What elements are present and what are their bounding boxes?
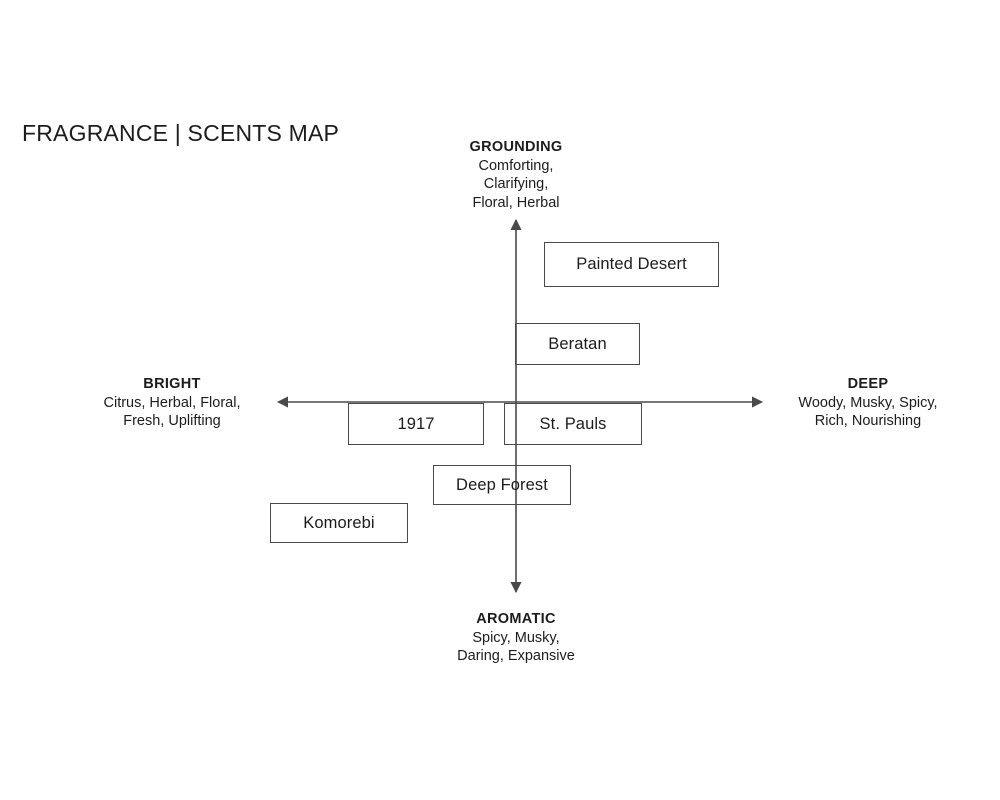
scent-box[interactable]: Painted Desert: [544, 242, 719, 287]
axis-label-grounding-name: GROUNDING: [469, 139, 563, 155]
scent-box[interactable]: Beratan: [515, 323, 640, 365]
scent-box[interactable]: Komorebi: [270, 503, 408, 543]
axis-label-aromatic-name: AROMATIC: [476, 611, 556, 627]
axis-label-bright: BRIGHT Citrus, Herbal, Floral, Fresh, Up…: [72, 375, 272, 431]
axis-label-aromatic: AROMATIC Spicy, Musky, Daring, Expansive: [396, 610, 636, 666]
axis-label-deep: DEEP Woody, Musky, Spicy, Rich, Nourishi…: [768, 375, 968, 431]
axis-label-aromatic-desc: Spicy, Musky, Daring, Expansive: [457, 629, 575, 665]
axis-label-bright-name: BRIGHT: [143, 376, 201, 392]
page-title: FRAGRANCE | SCENTS MAP: [22, 120, 340, 146]
axis-label-grounding-desc: Comforting, Clarifying, Floral, Herbal: [472, 157, 560, 211]
axis-label-bright-desc: Citrus, Herbal, Floral, Fresh, Uplifting: [103, 394, 241, 430]
axis-label-deep-desc: Woody, Musky, Spicy, Rich, Nourishing: [798, 394, 938, 430]
axis-label-grounding: GROUNDING Comforting, Clarifying, Floral…: [396, 138, 636, 212]
scent-box[interactable]: St. Pauls: [504, 403, 642, 445]
scent-box[interactable]: 1917: [348, 403, 484, 445]
axis-label-deep-name: DEEP: [847, 376, 889, 392]
scent-box[interactable]: Deep Forest: [433, 465, 571, 505]
